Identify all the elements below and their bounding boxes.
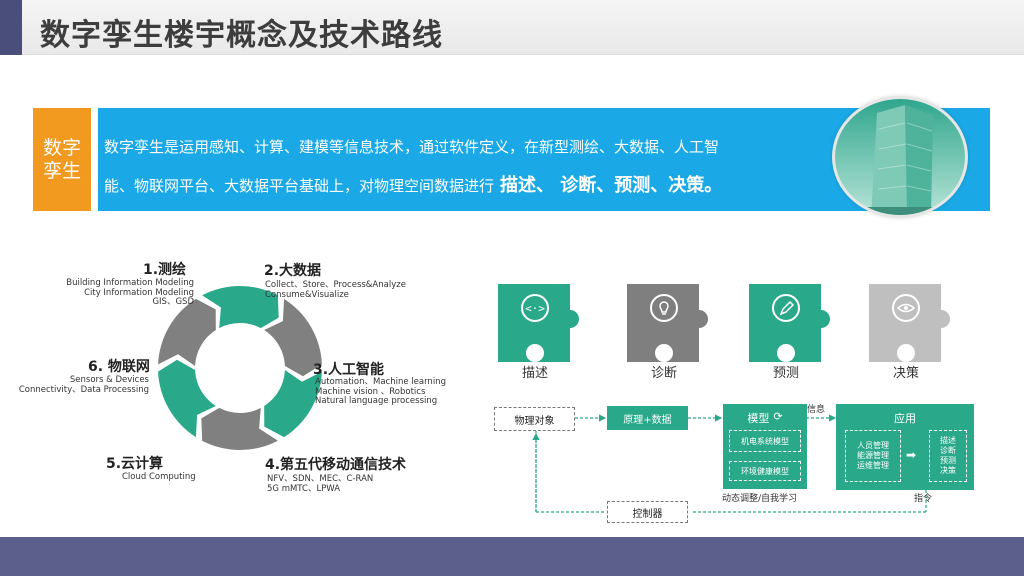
cycle-title-6: 6. 物联网 xyxy=(88,359,150,375)
intro-text-line-1: 数字孪生是运用感知、计算、建模等信息技术，通过软件定义，在新型测绘、大数据、人工… xyxy=(104,138,720,156)
puzzle-describe: <·> xyxy=(498,284,579,362)
cycle-sub-2-line-2: Consume&Visualize xyxy=(265,289,349,300)
flow-app-function-4: 决策 xyxy=(940,466,956,475)
flow-app-function-3: 预测 xyxy=(940,456,956,465)
cycle-sub-6-line-1: Sensors & Devices xyxy=(69,375,149,385)
cycle-title-4: 4.第五代移动通信技术 xyxy=(265,457,407,473)
cycle-sub-4-line-2: 5G mMTC、LPWA xyxy=(267,483,341,494)
svg-text:<·>: <·> xyxy=(525,302,545,315)
flow-command-label: 指令 xyxy=(914,494,933,504)
digital-twin-tag: 数字 孪生 xyxy=(33,108,91,211)
cycle-sub-1-line-3: GIS、GSD xyxy=(152,297,194,307)
flow-model-mechanical: 机电系统模型 xyxy=(729,430,801,452)
cycle-segment-1 xyxy=(202,286,279,329)
tag-line-2: 孪生 xyxy=(42,159,81,182)
flow-principle-data: 原理+数据 xyxy=(607,406,688,430)
flow-app-function-1: 描述 xyxy=(940,436,956,445)
cycle-sub-6: Sensors & Devices Connectivity、Data Proc… xyxy=(10,375,149,395)
cycle-segment-3 xyxy=(264,369,322,438)
cycle-title-3: 3.人工智能 xyxy=(313,362,385,378)
cycle-sub-3: Automation、Machine learning Machine visi… xyxy=(315,377,446,407)
flow-app-functions: 描述 诊断 预测 决策 xyxy=(929,430,967,482)
puzzle-label-decide: 决策 xyxy=(892,366,919,381)
cycle-sub-2-line-1: Collect、Store、Process&Analyze xyxy=(265,280,406,290)
title-accent-bar xyxy=(0,0,22,55)
flow-app-management-2: 能源管理 xyxy=(857,451,889,460)
flow-application-box: 应用 xyxy=(836,404,974,490)
flow-app-management: 人员管理 能源管理 运维管理 xyxy=(845,430,901,482)
flow-app-management-3: 运维管理 xyxy=(857,461,889,470)
puzzle-decide xyxy=(869,284,950,362)
cycle-sub-3-line-2: Machine vision 、Robotics xyxy=(315,386,426,397)
puzzle-describe-shape xyxy=(498,284,579,362)
flow-model-title: 模型 xyxy=(747,412,770,425)
flow-connectors xyxy=(532,414,927,513)
flow-model-box: 模型 ⟳ xyxy=(723,404,807,489)
cycle-sub-2: Collect、Store、Process&Analyze Consume&Vi… xyxy=(265,280,406,300)
cycle-ring xyxy=(158,286,322,450)
puzzle-predict xyxy=(749,284,830,362)
flow-dynamic-label: 动态调整/自我学习 xyxy=(722,494,798,504)
puzzle-predict-shape xyxy=(749,284,830,362)
cycle-segment-4 xyxy=(201,407,278,450)
cycle-sub-6-line-2: Connectivity、Data Processing xyxy=(18,384,149,395)
page-title: 数字孪生楼宇概念及技术路线 xyxy=(40,18,443,53)
cycle-sub-4: NFV、SDN、MEC、C-RAN 5G mMTC、LPWA xyxy=(267,474,374,494)
cycle-segment-2 xyxy=(264,298,322,377)
cycle-sub-3-line-1: Automation、Machine learning xyxy=(315,377,446,387)
puzzle-diagnose xyxy=(627,284,708,362)
puzzle-label-predict: 预测 xyxy=(772,366,799,381)
cycle-sub-1-line-1: Building Information Modeling xyxy=(66,278,194,288)
cycle-title-1: 1.测绘 xyxy=(143,262,187,278)
cycle-segment-5 xyxy=(158,359,216,438)
cycle-title-2: 2.大数据 xyxy=(264,263,322,279)
tag-line-1: 数字 xyxy=(42,136,81,159)
puzzle-decide-shape xyxy=(869,284,950,362)
flow-model-environment: 环境健康模型 xyxy=(729,461,801,481)
flow-app-arrow-icon: ➡ xyxy=(906,448,917,462)
flow-app-function-2: 诊断 xyxy=(940,446,956,455)
intro-text-line-2: 能、物联网平台、大数据平台基础上，对物理空间数据进行描述、 诊断、预测、决策。 xyxy=(104,171,722,197)
puzzle-diagnose-shape xyxy=(627,284,708,362)
lightbulb-icon xyxy=(650,294,678,322)
title-bar xyxy=(22,0,1024,55)
cycle-sub-3-line-3: Natural language processing xyxy=(315,396,438,406)
refresh-icon: ⟳ xyxy=(773,410,783,423)
flow-controller: 控制器 xyxy=(607,501,688,523)
intro-emphasis: 描述、 诊断、预测、决策。 xyxy=(500,175,723,196)
building-photo-icon xyxy=(835,99,965,215)
cycle-sub-1: Building Information Modeling City Infor… xyxy=(40,278,194,308)
cycle-title-5: 5.云计算 xyxy=(106,456,164,472)
footer-bar xyxy=(0,537,1024,576)
pencil-icon xyxy=(772,294,800,322)
cycle-sub-4-line-1: NFV、SDN、MEC、C-RAN xyxy=(267,474,374,484)
flow-app-management-1: 人员管理 xyxy=(857,441,889,450)
puzzle-label-diagnose: 诊断 xyxy=(650,366,677,381)
intro-text-line-2-body: 能、物联网平台、大数据平台基础上，对物理空间数据进行 xyxy=(104,177,495,195)
cycle-segment-6 xyxy=(158,298,216,367)
puzzle-label-describe: 描述 xyxy=(521,366,548,381)
cycle-sub-5: Cloud Computing xyxy=(122,472,196,483)
flow-physical-object: 物理对象 xyxy=(494,407,575,431)
cycle-sub-1-line-2: City Information Modeling xyxy=(84,287,194,298)
flow-application-title: 应用 xyxy=(894,412,916,425)
code-icon: <·> xyxy=(521,294,549,322)
building-image xyxy=(832,96,968,218)
cycle-sub-5-line-1: Cloud Computing xyxy=(122,472,196,482)
flow-info-label: 信息 xyxy=(807,405,826,415)
eye-icon xyxy=(892,294,920,322)
